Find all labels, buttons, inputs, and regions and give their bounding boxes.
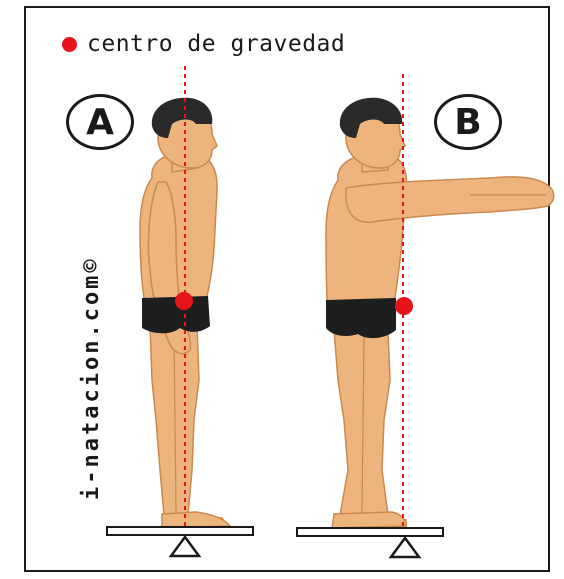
figure-b-torso — [325, 153, 408, 316]
figure-a-trunks — [142, 296, 210, 334]
figure-b-feet — [331, 511, 407, 529]
figure-a-feet — [161, 511, 232, 529]
figure-b-hair — [339, 97, 403, 138]
figure-a-legs — [149, 324, 230, 529]
figure-a-hair — [151, 97, 213, 138]
figure-b-arms — [345, 176, 555, 223]
center-of-gravity-dot-icon — [62, 36, 77, 52]
figure-a-label: A — [66, 94, 134, 150]
pivot-a-icon — [168, 534, 202, 558]
pivot-b-icon — [388, 535, 422, 559]
watermark: i-natacion.com© — [79, 256, 104, 500]
legend-label: centro de gravedad — [87, 31, 346, 57]
center-of-gravity-a — [175, 292, 193, 310]
figure-b-trunks — [326, 298, 396, 339]
platform-a — [106, 526, 254, 536]
center-of-gravity-b — [395, 297, 413, 315]
figure-a — [139, 97, 232, 529]
legend: centro de gravedad — [62, 30, 345, 58]
figure-b-legs — [333, 329, 407, 529]
figure-b-label: B — [434, 94, 502, 150]
platform-b — [296, 527, 444, 537]
figure-b — [325, 97, 555, 529]
